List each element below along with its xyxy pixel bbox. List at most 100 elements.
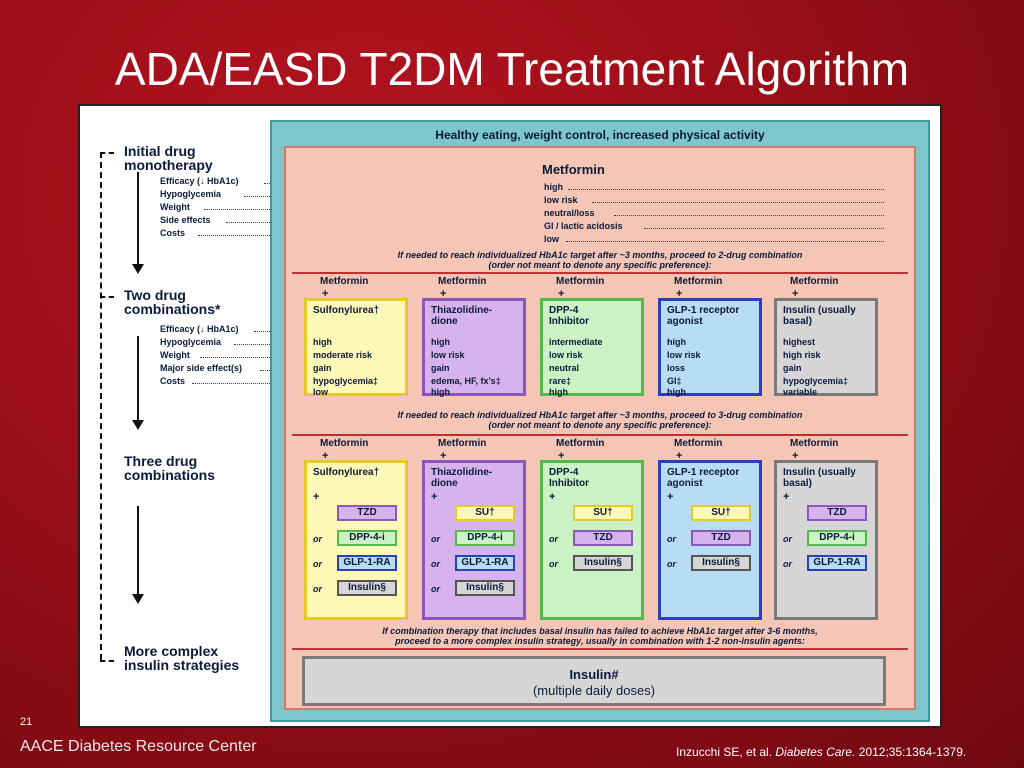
value-leader	[614, 215, 884, 216]
attr-label: Costs	[160, 376, 186, 386]
title-line: agonist	[667, 478, 703, 489]
heading-line: combinations	[124, 467, 216, 483]
citation-journal: Diabetes Care.	[775, 745, 856, 759]
option-insulin: Insulin§	[691, 555, 751, 571]
two-drug-heading: Two drug combinations*	[124, 288, 220, 316]
card-value: moderate risk	[313, 350, 373, 360]
card-value: highest	[783, 337, 816, 347]
heading-line: Two drug	[124, 287, 186, 303]
card-title: Sulfonylurea†	[313, 305, 379, 316]
metformin-header: Metformin	[674, 276, 723, 287]
card-value: high	[667, 387, 686, 397]
note-complex-line1: If combination therapy that includes bas…	[382, 626, 818, 636]
option-glp1ra: GLP-1-RA	[337, 555, 397, 571]
value-leader	[568, 189, 884, 190]
three-drug-heading: Three drug combinations	[124, 454, 215, 482]
card-value: low risk	[431, 350, 465, 360]
metformin-header: Metformin	[790, 276, 839, 287]
value-leader	[644, 228, 884, 229]
card-title: Sulfonylurea†	[313, 467, 379, 478]
dashed-tick	[100, 660, 114, 662]
card-value: hypoglycemia‡	[313, 376, 379, 386]
heading-line: Initial drug	[124, 143, 196, 159]
metformin-header: Metformin	[438, 438, 487, 449]
divider	[292, 434, 908, 436]
plus-sign: +	[676, 288, 683, 300]
plus-sign: +	[322, 450, 329, 462]
initial-monotherapy-heading: Initial drug monotherapy	[124, 144, 213, 172]
card-value: gain	[431, 363, 450, 373]
option-su: SU†	[691, 505, 751, 521]
slide-title: ADA/EASD T2DM Treatment Algorithm	[114, 43, 910, 95]
card-value: rare‡	[549, 376, 572, 386]
plus-sign: +	[440, 450, 447, 462]
card-value: gain	[783, 363, 802, 373]
card-value: high	[667, 337, 686, 347]
card-value: high	[313, 337, 332, 347]
title-line: Thiazolidine-	[431, 467, 493, 478]
plus-sign: +	[792, 288, 799, 300]
title-line: DPP-4	[549, 467, 579, 478]
arrow-head	[132, 594, 144, 604]
arrow-head	[132, 420, 144, 430]
metformin-title: Metformin	[542, 162, 605, 177]
card-value: intermediate	[549, 337, 603, 347]
plus-sign: +	[549, 491, 556, 503]
heading-line: monotherapy	[124, 157, 213, 173]
card-value: low risk	[667, 350, 701, 360]
metformin-header: Metformin	[790, 438, 839, 449]
metformin-value: neutral/loss	[544, 208, 595, 218]
insulin-subtitle: (multiple daily doses)	[532, 683, 656, 698]
title-line: DPP-4	[549, 305, 579, 316]
card-value: high	[549, 387, 568, 397]
arrow	[137, 336, 139, 420]
note-two-drug-line1: If needed to reach individualized HbA1c …	[397, 250, 803, 260]
or-label: or	[313, 534, 322, 544]
citation-details: 2012;35:1364-1379.	[855, 745, 967, 759]
metformin-value: low risk	[544, 195, 578, 205]
note-three-drug-line2: (order not meant to denote any specific …	[488, 420, 712, 430]
or-label: or	[549, 559, 558, 569]
metformin-header: Metformin	[438, 276, 487, 287]
title-line: Thiazolidine-	[431, 305, 493, 316]
or-label: or	[313, 584, 322, 594]
heading-line: insulin strategies	[124, 657, 240, 673]
citation: Inzucchi SE, et al. Diabetes Care. 2012;…	[676, 745, 966, 759]
metformin-header: Metformin	[320, 276, 369, 287]
plus-sign: +	[322, 288, 329, 300]
option-su: SU†	[573, 505, 633, 521]
card-value: high risk	[783, 350, 821, 360]
attr-label: Hypoglycemia	[160, 337, 222, 347]
heading-line: More complex	[124, 643, 219, 659]
or-label: or	[431, 584, 440, 594]
or-label: or	[667, 534, 676, 544]
card-value: loss	[667, 363, 686, 373]
attr-label: Weight	[160, 350, 190, 360]
option-tzd: TZD	[807, 505, 867, 521]
option-dpp4i: DPP-4-i	[807, 530, 867, 546]
leader-line	[200, 357, 310, 358]
attr-label: Weight	[160, 202, 190, 212]
title-line: GLP-1 receptor	[667, 305, 740, 316]
arrow-head	[132, 264, 144, 274]
title-line: dione	[431, 478, 458, 489]
option-glp1ra: GLP-1-RA	[807, 555, 867, 571]
card3-sulfonylurea: Sulfonylurea† + TZD or DPP-4-i or GLP-1-…	[304, 460, 408, 620]
plus-sign: +	[676, 450, 683, 462]
plus-sign: +	[558, 288, 565, 300]
card-sulfonylurea: Sulfonylurea† high moderate risk gain hy…	[304, 298, 408, 397]
plus-sign: +	[558, 450, 565, 462]
attr-label: Efficacy (↓ HbA1c)	[160, 324, 239, 334]
option-tzd: TZD	[573, 530, 633, 546]
footer-brand: AACE Diabetes Resource Center	[20, 738, 257, 755]
attr-label: Side effects	[160, 215, 211, 225]
card-title: Thiazolidine-dione	[431, 305, 492, 327]
option-dpp4i: DPP-4-i	[455, 530, 515, 546]
or-label: or	[313, 559, 322, 569]
metformin-value: GI / lactic acidosis	[544, 221, 623, 231]
